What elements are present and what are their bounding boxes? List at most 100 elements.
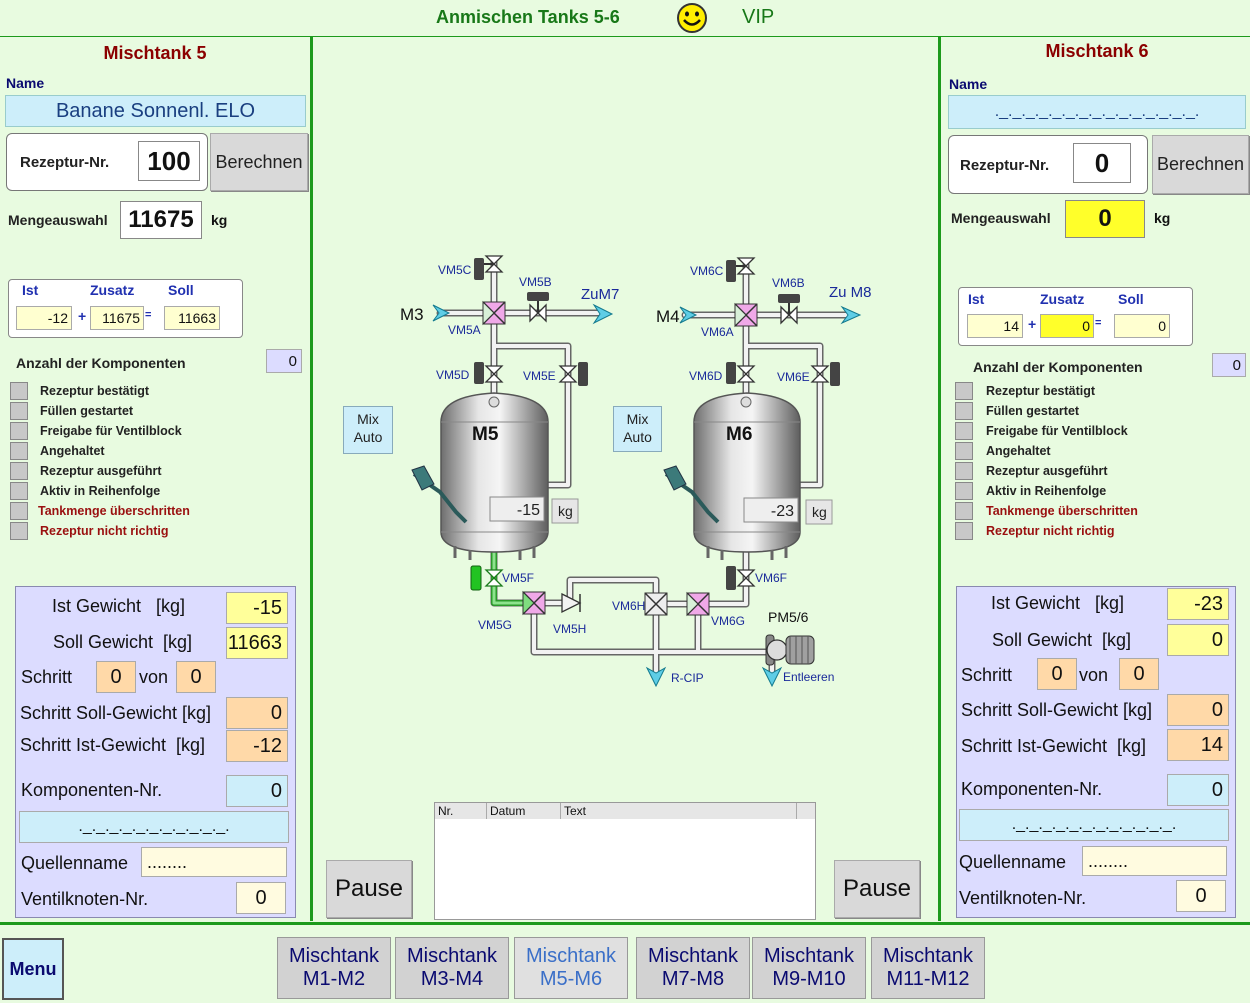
tank5-quellenname-field[interactable]: ........ — [141, 847, 287, 877]
tank6-soll-header: Soll — [1118, 291, 1144, 307]
nav-tab-m1-m2[interactable]: Mischtank M1-M2 — [277, 937, 391, 999]
tank5-source-field[interactable]: ._._._._._._._._._._._. — [19, 811, 289, 843]
tank6-plus-sign: + — [1028, 316, 1037, 332]
tank5-menge-label: Mengeauswahl — [8, 212, 108, 228]
tank6-berechnen-button[interactable]: Berechnen — [1152, 135, 1249, 194]
nav-tab-range: M1-M2 — [302, 968, 366, 990]
nav-tab-m7-m8[interactable]: Mischtank M7-M8 — [636, 937, 750, 999]
status-indicator — [955, 502, 973, 520]
tank5-ist-gewicht-label: Ist Gewicht [kg] — [52, 596, 186, 616]
status-label: Freigabe für Ventilblock — [40, 424, 182, 438]
tank-m5-weight-value: -15 — [517, 502, 540, 519]
tank6-mix-auto-button[interactable]: Mix Auto — [613, 406, 662, 452]
label-pm56: PM5/6 — [768, 609, 809, 625]
status-indicator — [955, 462, 973, 480]
tank-m6[interactable] — [663, 392, 801, 560]
tank6-name-field[interactable]: ._._._._._._._._._._._._._._._. — [948, 95, 1246, 129]
tank5-pause-button[interactable]: Pause — [326, 860, 412, 918]
label-vm5f: VM5F — [502, 571, 534, 585]
tank6-rezeptur-input[interactable]: 0 — [1073, 143, 1131, 183]
tank5-komponenten-label: Komponenten-Nr. — [21, 780, 163, 800]
valve-vm6h-icon[interactable] — [644, 592, 668, 616]
tank5-quellenname-label: Quellenname — [21, 853, 129, 873]
message-log[interactable]: Nr. Datum Text — [434, 802, 816, 920]
tank5-komponenten-value: 0 — [226, 775, 288, 807]
tank6-schritt-soll-label: Schritt Soll-Gewicht [kg] — [961, 700, 1153, 720]
status-indicator — [955, 522, 973, 540]
smiley-icon — [676, 2, 708, 39]
tank5-ist-gewicht-value: -15 — [226, 592, 288, 624]
tank5-mix-auto-button[interactable]: Mix Auto — [343, 406, 393, 454]
process-diagram: M5 -15 kg M6 -23 kg — [400, 255, 872, 688]
tank6-source-field[interactable]: ._._._._._._._._._._._._. — [959, 809, 1229, 841]
valve-vm6d-icon[interactable] — [726, 362, 756, 384]
title-bar — [0, 0, 1250, 39]
nav-tab-m5-m6[interactable]: Mischtank M5-M6 — [514, 937, 628, 999]
log-column-datum[interactable]: Datum — [487, 803, 561, 819]
valve-vm6g-icon[interactable] — [686, 591, 710, 617]
status-indicator — [10, 422, 28, 440]
tank-m5-kg-unit: kg — [558, 503, 573, 519]
tank5-von-value: 0 — [176, 661, 216, 693]
menu-button[interactable]: Menu — [2, 938, 64, 1000]
tank-m5[interactable] — [411, 392, 549, 560]
tank6-ist-value: 14 — [967, 314, 1023, 338]
label-vm6c: VM6C — [690, 264, 724, 278]
tank5-ventilknoten-label: Ventilknoten-Nr. — [21, 889, 149, 909]
nav-tab-m11-m12[interactable]: Mischtank M11-M12 — [871, 937, 985, 999]
valve-vm6c-icon[interactable] — [726, 257, 756, 282]
tank5-anzahl-value: 0 — [266, 349, 302, 373]
tank5-berechnen-button[interactable]: Berechnen — [210, 133, 308, 191]
valve-vm5b-icon[interactable] — [527, 292, 549, 323]
status-indicator — [955, 442, 973, 460]
tank-m6-weight-box — [743, 497, 799, 523]
valve-vm6e-icon[interactable] — [810, 362, 840, 386]
tank5-menge-input[interactable]: 11675 — [120, 201, 202, 239]
valve-vm5e-icon[interactable] — [558, 362, 588, 386]
label-vm6e: VM6E — [777, 370, 810, 384]
tank6-menge-input[interactable]: 0 — [1065, 200, 1145, 238]
tank6-quellenname-field[interactable]: ........ — [1082, 846, 1227, 876]
label-vm5e: VM5E — [523, 369, 556, 383]
valve-vm5g-icon[interactable] — [522, 590, 546, 616]
mix-label: Mix — [626, 411, 649, 427]
nav-tab-m3-m4[interactable]: Mischtank M3-M4 — [395, 937, 509, 999]
status-label: Rezeptur ausgeführt — [40, 464, 162, 478]
status-indicator — [10, 522, 28, 540]
nav-tab-range: M7-M8 — [661, 968, 725, 990]
tank6-soll-value: 0 — [1114, 314, 1170, 338]
pump-pm56-icon[interactable] — [765, 634, 815, 666]
status-label: Rezeptur nicht richtig — [986, 524, 1115, 538]
tank5-schritt-ist-label: Schritt Ist-Gewicht [kg] — [20, 735, 206, 755]
tank6-komponenten-value: 0 — [1167, 774, 1229, 806]
tank5-ist-header: Ist — [22, 282, 39, 298]
status-indicator — [10, 462, 28, 480]
tank5-menge-unit: kg — [211, 212, 228, 228]
label-vm5b: VM5B — [519, 275, 552, 289]
tank5-schritt-soll-label: Schritt Soll-Gewicht [kg] — [20, 703, 212, 723]
valve-vm6f-icon[interactable] — [726, 566, 756, 590]
tank6-pause-button[interactable]: Pause — [834, 860, 920, 918]
tank6-schritt-value: 0 — [1037, 658, 1077, 690]
nav-tab-label: Mischtank — [647, 945, 739, 967]
valve-vm5f-icon[interactable] — [470, 565, 504, 591]
log-column-text[interactable]: Text — [561, 803, 797, 819]
status-label: Tankmenge überschritten — [38, 504, 190, 518]
tank5-rezeptur-input[interactable]: 100 — [138, 141, 200, 181]
valve-vm6a-icon[interactable] — [734, 302, 758, 328]
status-label: Aktiv in Reihenfolge — [40, 484, 161, 498]
check-valve-vm5h-icon[interactable] — [561, 592, 582, 614]
valve-vm5d-icon[interactable] — [474, 362, 504, 384]
status-label: Füllen gestartet — [40, 404, 134, 418]
log-column-nr[interactable]: Nr. — [435, 803, 487, 819]
nav-tab-label: Mischtank — [882, 945, 974, 967]
tank5-von-label: von — [139, 667, 169, 687]
valve-vm6b-icon[interactable] — [778, 294, 800, 325]
nav-tab-range: M11-M12 — [886, 968, 970, 990]
tank5-name-field[interactable]: Banane Sonnenl. ELO — [5, 95, 306, 127]
outlet-arrow-m7-icon — [592, 303, 614, 325]
nav-tab-m9-m10[interactable]: Mischtank M9-M10 — [752, 937, 866, 999]
valve-vm5c-icon[interactable] — [474, 255, 504, 280]
nav-tab-label: Mischtank — [525, 945, 617, 967]
valve-vm5a-icon[interactable] — [482, 300, 506, 326]
